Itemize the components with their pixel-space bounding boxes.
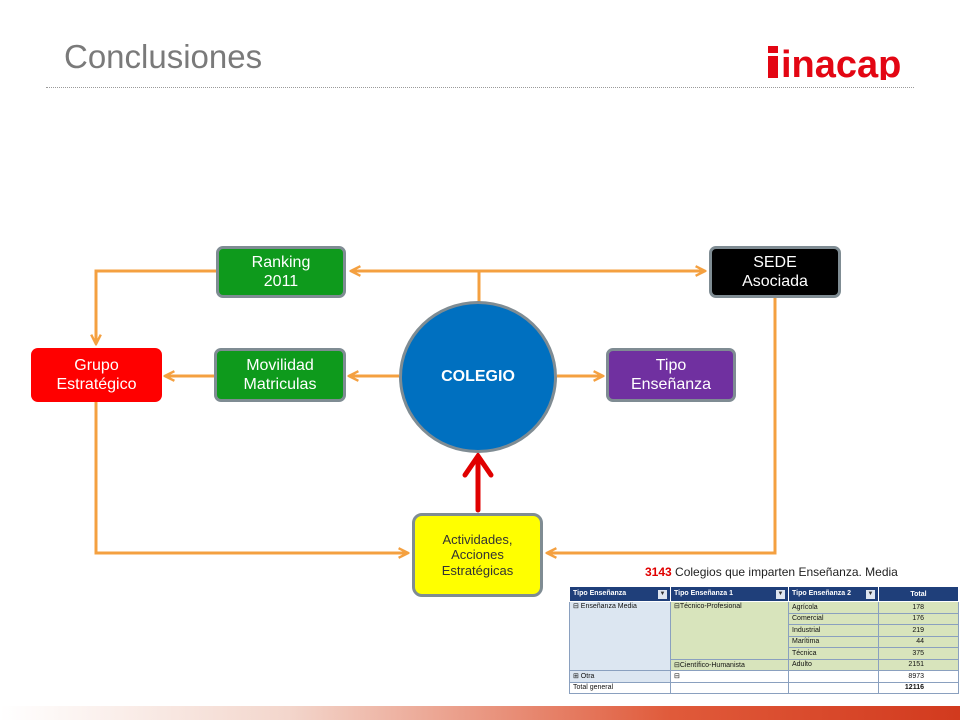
pivot-cell-type: Agrícola <box>788 601 879 614</box>
schools-count-text: Colegios que imparten Enseñanza. Media <box>671 565 898 579</box>
pivot-cell-type: Industrial <box>788 624 879 637</box>
node-colegio-label: COLEGIO <box>441 368 515 386</box>
pivot-cell-type: Adulto <box>788 658 879 671</box>
pivot-cell-type: Comercial <box>788 612 879 625</box>
pivot-media-label: ⊟ Enseñanza Media <box>573 603 637 610</box>
pivot-cell-total-label: Total general <box>569 681 671 694</box>
table-row: ⊟Científico-Humanista Adulto 2151 <box>570 658 959 671</box>
filter-dropdown-icon[interactable]: ▼ <box>658 589 667 599</box>
pivot-header-total: Total <box>878 586 959 602</box>
table-row: Comercial 176 <box>570 612 959 625</box>
pivot-cell-total: 176 <box>878 612 959 625</box>
pivot-cell-total: 219 <box>878 624 959 637</box>
pivot-cell-type: Técnica <box>788 647 879 660</box>
title-divider <box>46 87 914 88</box>
node-sede-label: SEDE Asociada <box>742 253 808 290</box>
connector-ranking-grupo <box>96 269 216 343</box>
pivot-cell-otra-sub[interactable]: ⊟ <box>670 670 789 683</box>
pivot-header-tipo-label: Tipo Enseñanza <box>573 589 627 597</box>
pivot-header-tipo[interactable]: Tipo Enseñanza ▼ <box>569 586 671 602</box>
filter-dropdown-icon[interactable]: ▼ <box>866 589 875 599</box>
pivot-cell-total: 2151 <box>878 658 959 671</box>
node-grupo-estrategico: Grupo Estratégico <box>31 348 162 402</box>
schools-count: 3143 <box>645 565 672 579</box>
pivot-otra-label: ⊞ Otra <box>573 673 595 681</box>
table-row: Técnica 375 <box>570 647 959 660</box>
table-row: Total general 12116 <box>569 681 959 694</box>
pivot-header-tipo2-label: Tipo Enseñanza 2 <box>792 589 851 597</box>
table-row: Industrial 219 <box>570 624 959 637</box>
pivot-cell-empty <box>788 681 879 694</box>
node-tipo-label: Tipo Enseñanza <box>630 356 712 393</box>
red-arrow-head <box>462 451 494 478</box>
pivot-cell-ch[interactable]: ⊟Científico-Humanista <box>670 658 789 671</box>
pivot-cell-empty <box>670 681 789 694</box>
pivot-cell-total: 375 <box>878 647 959 660</box>
pivot-header-tipo2[interactable]: Tipo Enseñanza 2 ▼ <box>788 586 879 602</box>
node-colegio: COLEGIO <box>399 301 557 453</box>
pivot-ch-label: ⊟Científico-Humanista <box>674 661 745 669</box>
node-movilidad-matriculas: Movilidad Matriculas <box>214 348 346 402</box>
pivot-header-tipo1[interactable]: Tipo Enseñanza 1 ▼ <box>670 586 789 602</box>
page-title: Conclusiones <box>64 38 263 75</box>
pivot-cell-otra-total: 8973 <box>878 670 959 683</box>
node-actividades-label: Actividades, Acciones Estratégicas <box>441 531 514 578</box>
node-actividades: Actividades, Acciones Estratégicas <box>412 513 543 597</box>
node-sede-asociada: SEDE Asociada <box>709 246 841 298</box>
pivot-cell-media[interactable]: ⊟ Enseñanza Media <box>569 601 671 671</box>
footer-gradient-bar <box>0 706 960 720</box>
table-row: ⊟ Enseñanza Media ⊟Técnico-Profesional A… <box>569 601 959 671</box>
pivot-cell-type: Marítima <box>788 635 879 648</box>
logo-text: inacap <box>781 44 901 80</box>
node-tipo-ensenanza: Tipo Enseñanza <box>606 348 736 402</box>
pivot-cell-otra[interactable]: ⊞ Otra <box>569 670 671 683</box>
pivot-header-tipo1-label: Tipo Enseñanza 1 <box>674 589 733 597</box>
filter-dropdown-icon[interactable]: ▼ <box>776 589 785 599</box>
pivot-cell-grand-total: 12116 <box>878 681 959 694</box>
pivot-cell-total: 44 <box>878 635 959 648</box>
pivot-header-row: Tipo Enseñanza ▼ Tipo Enseñanza 1 ▼ Tipo E… <box>569 586 959 602</box>
pivot-cell-tp[interactable]: ⊟Técnico-Profesional <box>670 601 789 660</box>
connector-grupo-actividades <box>94 402 407 553</box>
node-ranking-2011: Ranking 2011 <box>216 246 346 298</box>
pivot-cell-total: 178 <box>878 601 959 614</box>
pivot-table: Tipo Enseñanza ▼ Tipo Enseñanza 1 ▼ Tipo E… <box>569 586 959 694</box>
schools-count-note: 3143 Colegios que imparten Enseñanza. Me… <box>645 565 898 579</box>
table-row: ⊞ Otra ⊟ 8973 <box>569 670 959 683</box>
node-grupo-label: Grupo Estratégico <box>56 356 137 393</box>
connector-sede-actividades <box>548 298 777 553</box>
pivot-tp-label: ⊟Técnico-Profesional <box>674 603 742 610</box>
node-ranking-label: Ranking 2011 <box>251 253 311 290</box>
pivot-header-total-label: Total <box>910 590 927 598</box>
table-row: Marítima 44 <box>570 635 959 648</box>
node-movilidad-label: Movilidad Matriculas <box>243 356 317 393</box>
inacap-logo: inacap <box>768 44 901 80</box>
pivot-cell-empty <box>788 670 879 683</box>
